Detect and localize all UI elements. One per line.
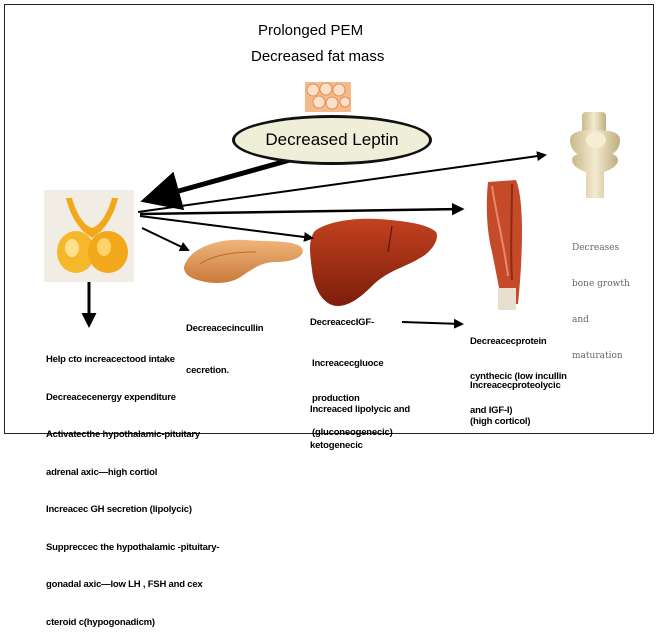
title-line-2: Decreased fat mass — [251, 48, 384, 65]
bone-effect-line: bone growth — [572, 278, 630, 290]
muscle-proteolysis-effect: Increacecproteolycic (high corticol) — [470, 356, 561, 440]
bone-effect: Decreases bone growth and maturation — [572, 218, 630, 374]
liver-igf-effect: DecreacecIGF- — [310, 317, 374, 330]
leptin-ellipse: Decreased Leptin — [232, 115, 432, 165]
leptin-label: Decreased Leptin — [265, 130, 398, 150]
pancreas-effect: Decreacecincullin cecretion. — [186, 294, 263, 392]
muscle-effect-line: Increacecproteolycic — [470, 380, 561, 392]
pituitary-gland-icon — [44, 190, 134, 282]
pancreas-icon — [184, 240, 303, 283]
pituitary-effect-line: cteroid c(hypogonadicm) — [46, 617, 219, 630]
liver-effect-line: ketogenecic — [310, 440, 410, 452]
knee-bone-icon — [570, 112, 620, 198]
pituitary-effect-line: adrenal axic—high cortiol — [46, 467, 219, 480]
pituitary-to-liver-arrow — [140, 216, 312, 238]
liver-effect-line: Increacecgluoce — [312, 358, 393, 370]
igf-to-muscle-arrow — [402, 322, 462, 324]
pituitary-effect-line: gonadal axic—low LH , FSH and cex — [46, 579, 219, 592]
bone-effect-line: maturation — [572, 350, 630, 362]
fat-tissue-icon — [305, 82, 351, 112]
muscle-effect-line: Decreacecprotein — [470, 336, 567, 348]
liver-icon — [310, 219, 437, 306]
title-line-1: Prolonged PEM — [258, 22, 363, 39]
muscle-icon — [487, 180, 522, 310]
pituitary-effect-line: Decreacecenergy expenditure — [46, 392, 219, 405]
liver-effect-line: Increaced lipolycic and — [310, 404, 410, 416]
pituitary-to-muscle-arrow — [140, 209, 462, 214]
pancreas-effect-line: Decreacecincullin — [186, 322, 263, 336]
pituitary-effect-line: Increacec GH secretion (lipolycic) — [46, 504, 219, 517]
pituitary-effect-line: Suppreccec the hypothalamic -pituitary- — [46, 542, 219, 555]
liver-lipolysis-effect: Increaced lipolycic and ketogenecic — [310, 380, 410, 464]
pituitary-effect-line: Activatecthe hypothalamic-pituitary — [46, 429, 219, 442]
muscle-effect-line: (high corticol) — [470, 416, 561, 428]
bone-effect-line: and — [572, 314, 630, 326]
pancreas-effect-line: cecretion. — [186, 364, 263, 378]
pituitary-to-pancreas-arrow — [142, 228, 188, 250]
bone-effect-line: Decreases — [572, 242, 630, 254]
